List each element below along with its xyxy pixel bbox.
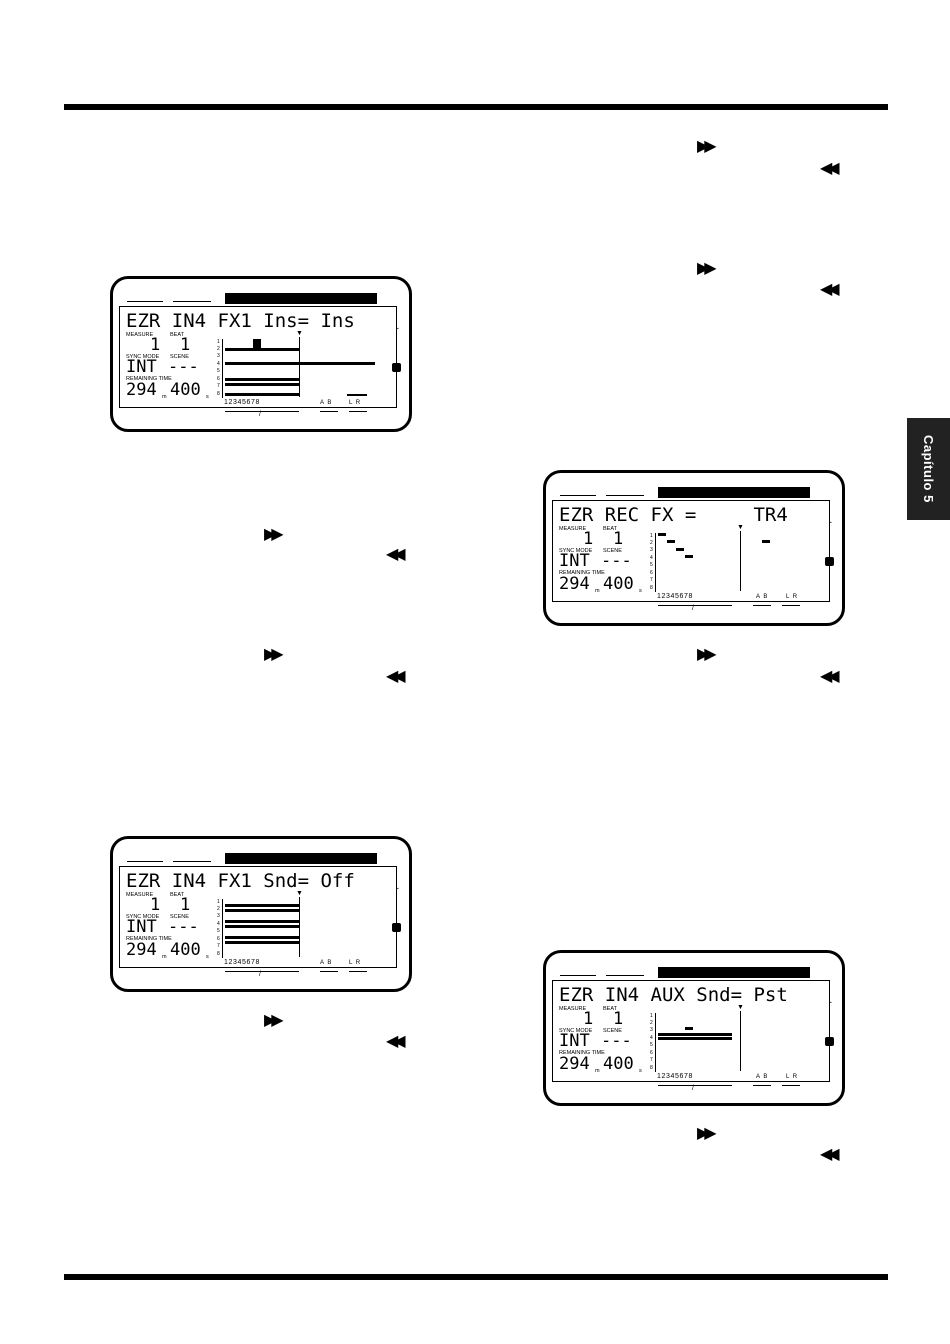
rewind-icon: ◀◀ bbox=[820, 158, 839, 177]
fast-forward-icon: ▶▶ bbox=[264, 644, 283, 663]
lcd-display-4: - EZR IN4 AUX Snd= Pst MEASURE BEAT 1 1 … bbox=[543, 950, 845, 1106]
lcd-display-1: - EZR IN4 FX1 Ins= Ins MEASURE BEAT 1 1 … bbox=[110, 276, 412, 432]
display-text: EZR IN4 FX1 Ins= Ins bbox=[126, 310, 355, 332]
rewind-icon: ◀◀ bbox=[386, 666, 405, 685]
rewind-icon: ◀◀ bbox=[386, 1031, 405, 1050]
rewind-icon: ◀◀ bbox=[820, 666, 839, 685]
rewind-icon: ◀◀ bbox=[820, 1144, 839, 1163]
fast-forward-icon: ▶▶ bbox=[264, 1010, 283, 1029]
lcd-screen: EZR REC FX = TR4 MEASURE BEAT 1 1 SYNC M… bbox=[552, 500, 830, 602]
lcd-display-2: - EZR REC FX = TR4 MEASURE BEAT 1 1 SYNC… bbox=[543, 470, 845, 626]
fast-forward-icon: ▶▶ bbox=[697, 644, 716, 663]
fast-forward-icon: ▶▶ bbox=[264, 524, 283, 543]
display-text: EZR IN4 AUX Snd= Pst bbox=[559, 984, 788, 1006]
display-text: EZR IN4 FX1 Snd= Off bbox=[126, 870, 355, 892]
chapter-tab-label: Capítulo 5 bbox=[921, 435, 936, 503]
lcd-screen: EZR IN4 AUX Snd= Pst MEASURE BEAT 1 1 SY… bbox=[552, 980, 830, 1082]
lcd-display-3: - EZR IN4 FX1 Snd= Off MEASURE BEAT 1 1 … bbox=[110, 836, 412, 992]
chapter-tab: Capítulo 5 bbox=[907, 418, 950, 520]
display-text: EZR REC FX = TR4 bbox=[559, 504, 788, 526]
fast-forward-icon: ▶▶ bbox=[697, 136, 716, 155]
fast-forward-icon: ▶▶ bbox=[697, 1123, 716, 1142]
lcd-screen: EZR IN4 FX1 Snd= Off MEASURE BEAT 1 1 SY… bbox=[119, 866, 397, 968]
bottom-rule bbox=[64, 1274, 888, 1280]
rewind-icon: ◀◀ bbox=[386, 544, 405, 563]
lcd-screen: EZR IN4 FX1 Ins= Ins MEASURE BEAT 1 1 SY… bbox=[119, 306, 397, 408]
fast-forward-icon: ▶▶ bbox=[697, 258, 716, 277]
top-rule bbox=[64, 104, 888, 110]
rewind-icon: ◀◀ bbox=[820, 279, 839, 298]
